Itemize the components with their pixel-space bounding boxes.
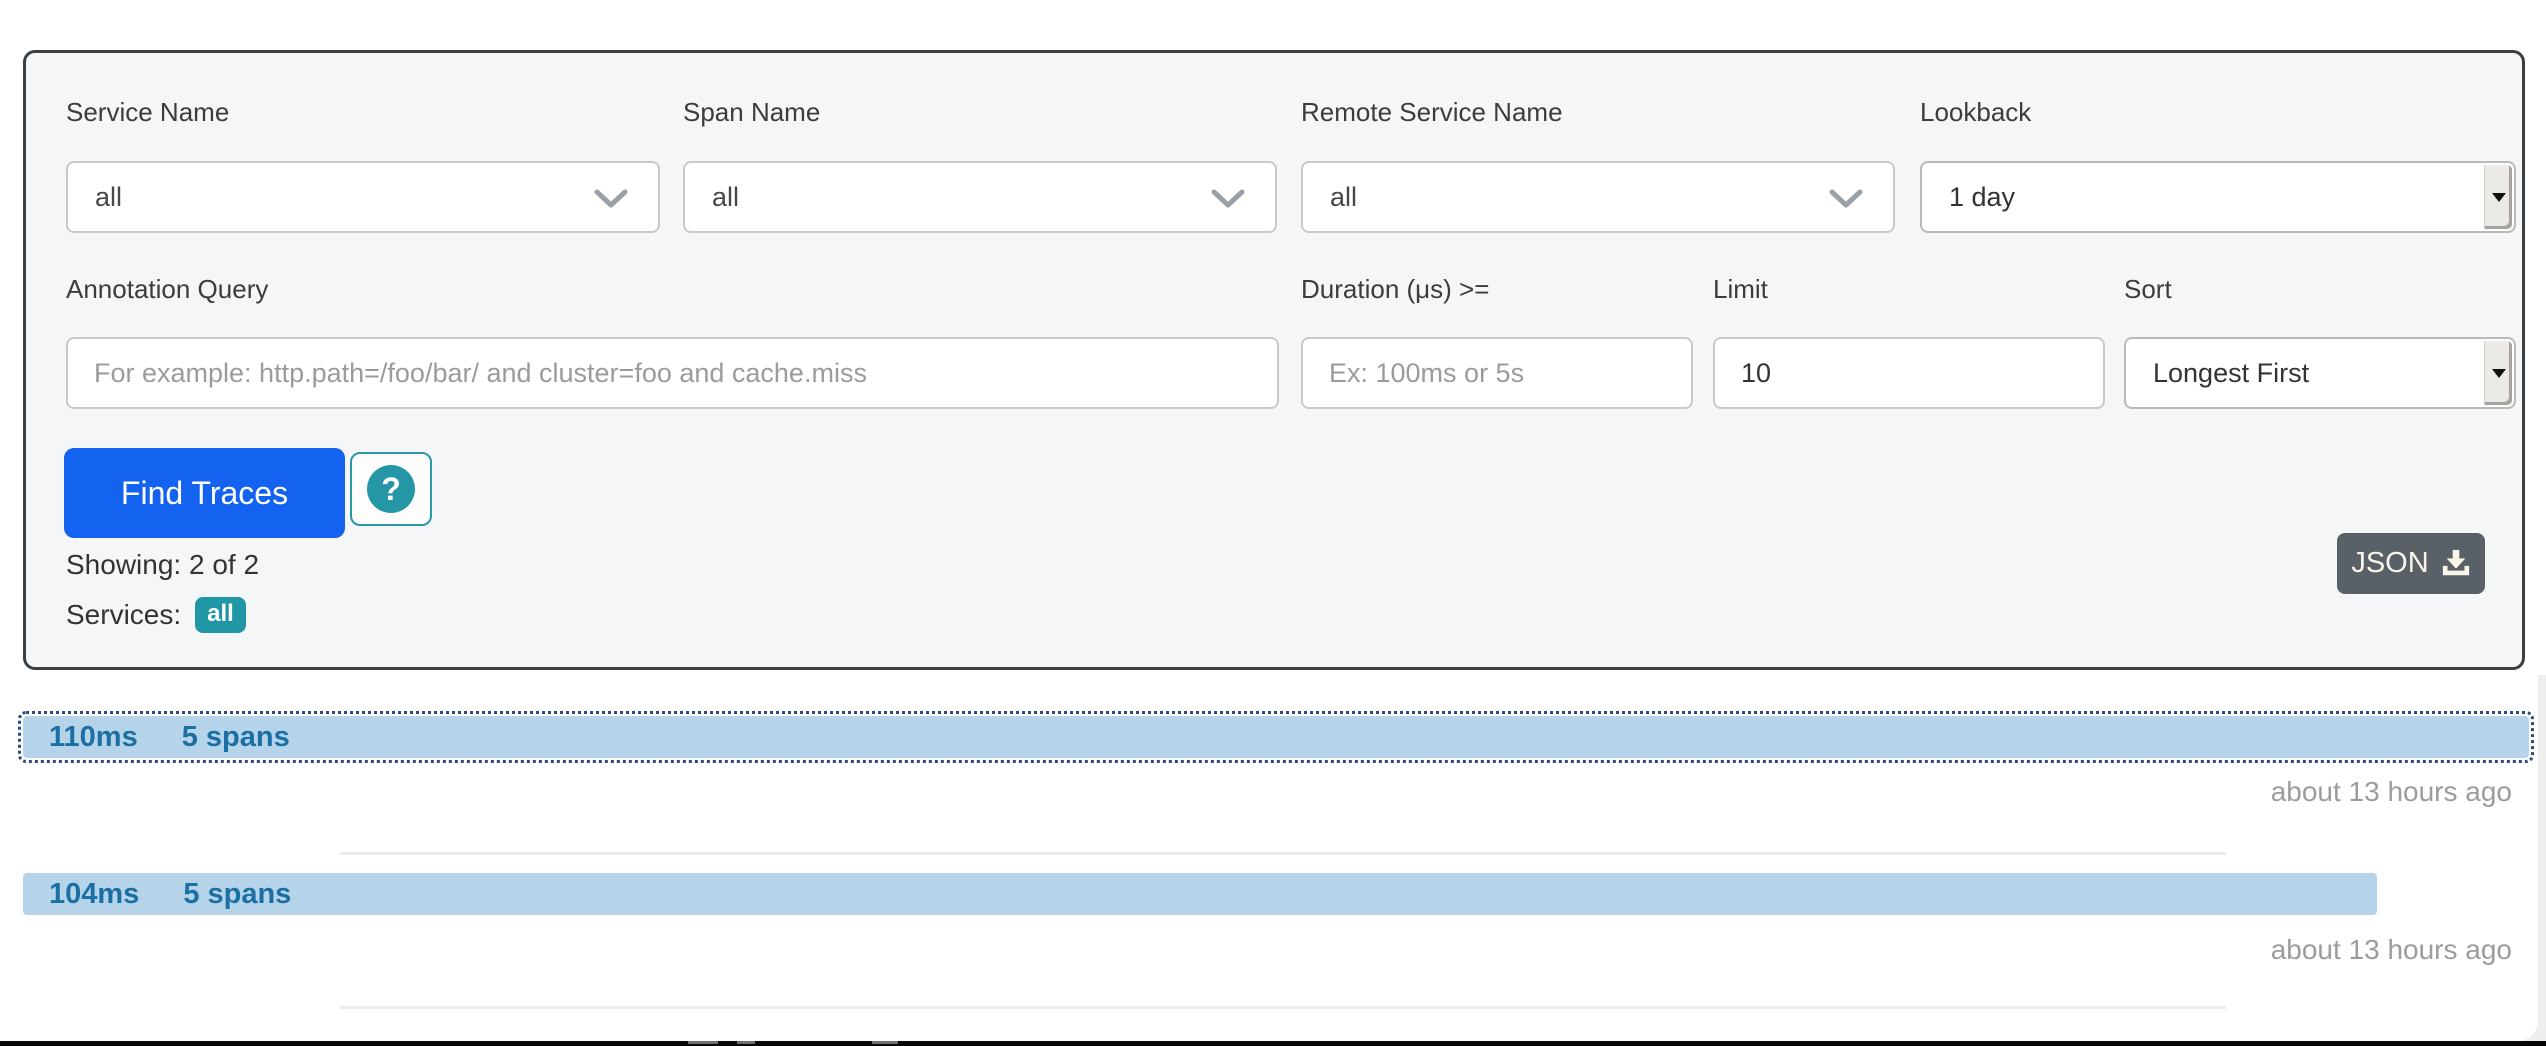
trace-span-count: 5 spans [181,720,290,753]
trace-span-count: 5 spans [183,877,292,910]
sort-label: Sort [2124,274,2172,304]
annotation-query-label: Annotation Query [66,274,269,304]
remote-service-name-label: Remote Service Name [1301,97,1563,127]
find-traces-button[interactable]: Find Traces [64,448,345,538]
bottom-edge-mark [872,1041,898,1044]
download-icon [2442,549,2469,575]
bottom-edge-bar [0,1041,2546,1046]
trace-duration-bar: 110ms 5 spans [23,716,2529,758]
trace-duration: 104ms [49,877,140,910]
service-badge: all [195,597,246,633]
limit-label: Limit [1713,274,1768,304]
remote-service-name-select[interactable]: all [1301,161,1895,233]
trace-timestamp: about 13 hours ago [2270,934,2512,965]
help-button[interactable]: ? [350,452,432,526]
trace-duration: 110ms [49,720,138,753]
lookback-select[interactable]: 1 day [1920,161,2516,233]
span-name-select[interactable]: all [683,161,1277,233]
select-arrow-strip [2484,165,2512,229]
lookback-value: 1 day [1949,181,2016,212]
chevron-down-icon [1829,189,1863,208]
json-download-button[interactable]: JSON [2337,533,2485,594]
services-line: Services: all [66,597,246,633]
question-mark-icon: ? [367,465,415,513]
limit-input[interactable] [1713,337,2105,409]
bottom-edge-mark [737,1041,755,1044]
triangle-down-icon [2491,368,2506,378]
sort-select[interactable]: Longest First [2124,337,2516,409]
showing-count: Showing: 2 of 2 [66,549,260,580]
span-name-label: Span Name [683,97,821,127]
chevron-down-icon [594,189,628,208]
duration-input[interactable] [1301,337,1693,409]
trace-row[interactable]: 110ms 5 spans [18,711,2534,763]
trace-timestamp: about 13 hours ago [2270,776,2512,807]
services-label: Services: [66,599,182,630]
service-name-select[interactable]: all [66,161,660,233]
trace-row[interactable]: 104ms 5 spans [18,868,2382,920]
sort-value: Longest First [2153,357,2310,388]
service-name-value: all [95,181,123,212]
search-panel: Service Name Span Name Remote Service Na… [23,50,2525,670]
select-arrow-strip [2484,341,2512,405]
annotation-query-input[interactable] [66,337,1279,409]
service-name-label: Service Name [66,97,230,127]
triangle-down-icon [2491,192,2506,202]
remote-service-name-value: all [1330,181,1358,212]
duration-label: Duration (μs) >= [1301,274,1490,304]
divider [340,852,2226,855]
trace-duration-bar: 104ms 5 spans [23,873,2377,915]
lookback-label: Lookback [1920,97,2032,127]
divider [340,1006,2226,1009]
span-name-value: all [712,181,740,212]
chevron-down-icon [1211,189,1245,208]
bottom-edge-mark [688,1041,718,1044]
json-button-label: JSON [2351,547,2429,579]
